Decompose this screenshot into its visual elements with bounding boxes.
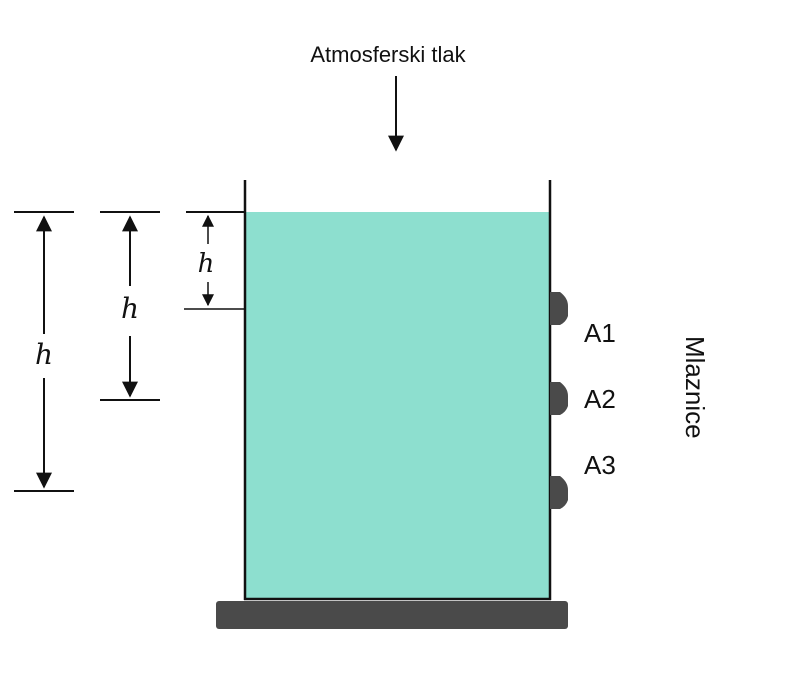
dimension-1-label: h	[198, 249, 215, 279]
nozzle-a1	[550, 292, 568, 325]
nozzle-label-a2: A2	[584, 384, 616, 414]
dimension-3-label: h	[35, 338, 53, 371]
pressure-label: Atmosferski tlak	[310, 42, 466, 67]
tank-base	[216, 601, 568, 629]
nozzle-label-a3: A3	[584, 450, 616, 480]
nozzle-label-a1: A1	[584, 318, 616, 348]
nozzle-a3	[550, 476, 568, 509]
dimension-2-label: h	[121, 292, 139, 325]
nozzle-a2	[550, 382, 568, 415]
nozzles-group-label: Mlaznice	[680, 336, 710, 439]
water-fill	[245, 212, 550, 599]
